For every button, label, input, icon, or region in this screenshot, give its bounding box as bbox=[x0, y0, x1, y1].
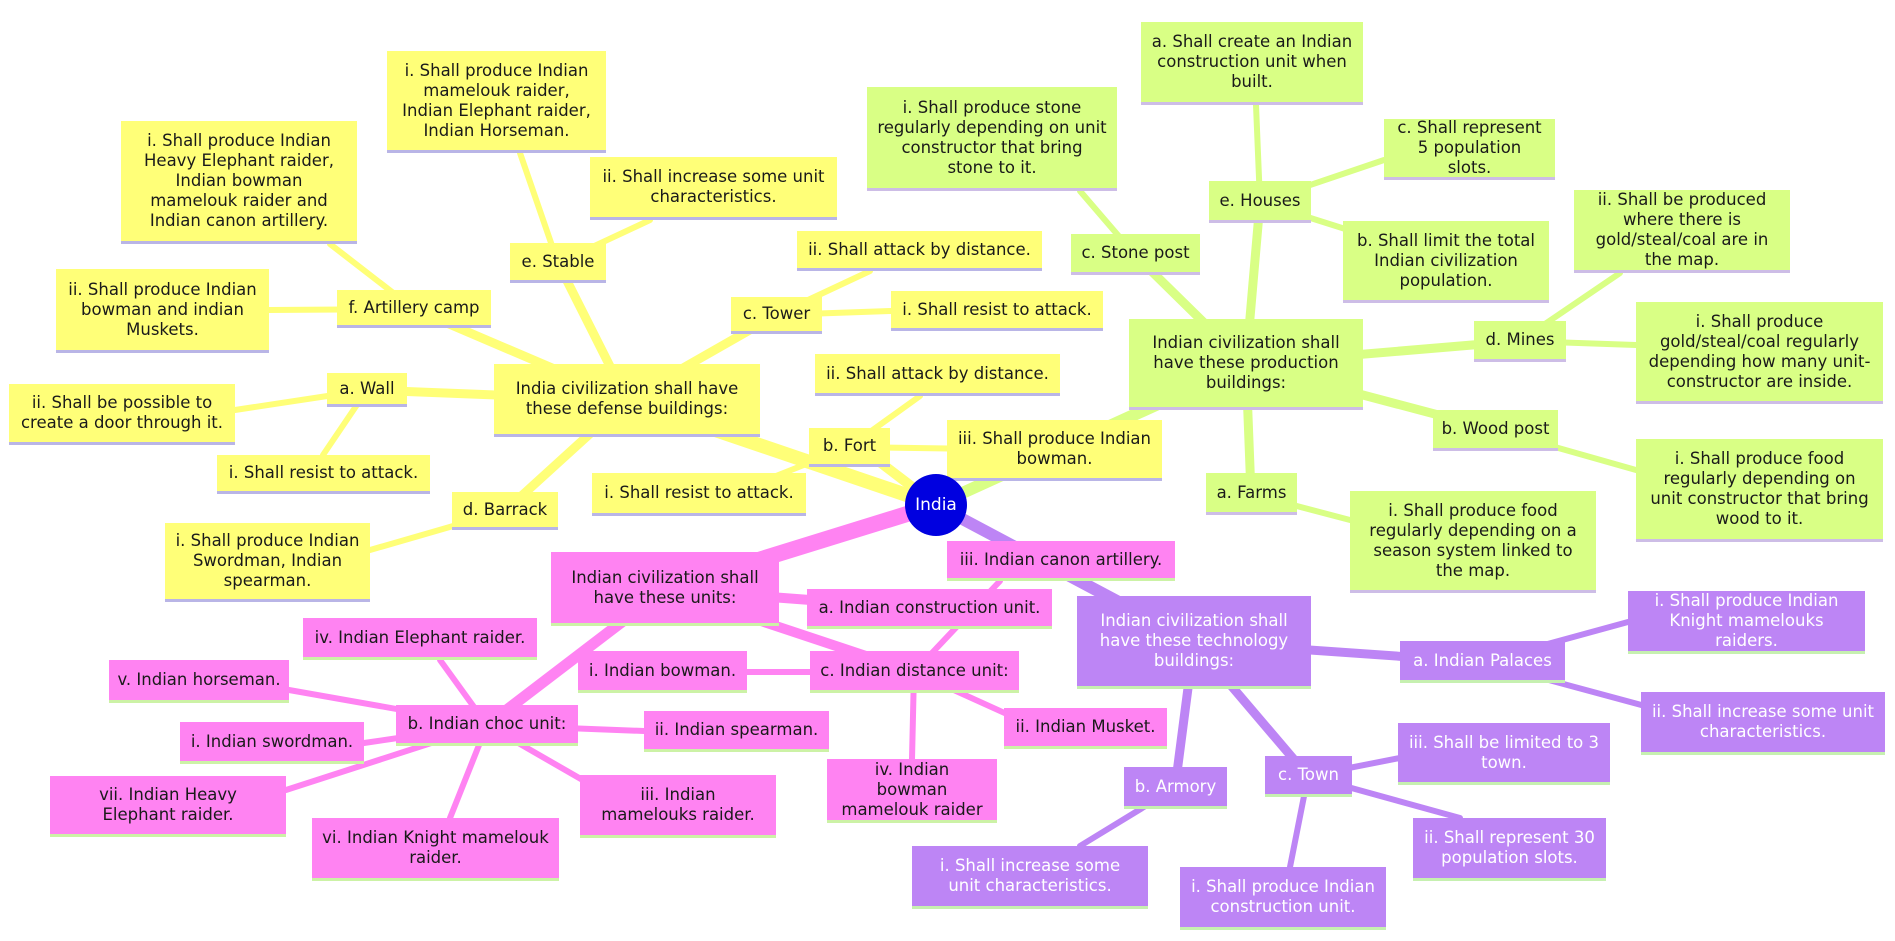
artillery-node[interactable]: f. Artillery camp bbox=[337, 290, 491, 328]
fort-iii[interactable]: iii. Shall produce Indian bowman. bbox=[947, 420, 1162, 481]
stone-i[interactable]: i. Shall produce stone regularly dependi… bbox=[867, 87, 1117, 191]
palaces-ii[interactable]: ii. Shall increase some unit characteris… bbox=[1641, 692, 1885, 755]
technology-root[interactable]: Indian civilization shall have these tec… bbox=[1077, 596, 1311, 689]
fort-node[interactable]: b. Fort bbox=[809, 428, 890, 467]
wall-node[interactable]: a. Wall bbox=[327, 373, 407, 407]
wall-ii[interactable]: ii. Shall be possible to create a door t… bbox=[9, 384, 235, 445]
artillery-ii[interactable]: ii. Shall produce Indian bowman and indi… bbox=[56, 269, 269, 353]
wall-i[interactable]: i. Shall resist to attack. bbox=[217, 455, 430, 494]
choc-ii[interactable]: ii. Indian spearman. bbox=[644, 711, 829, 752]
distance-iii[interactable]: iii. Indian canon artillery. bbox=[947, 541, 1175, 581]
armory-node[interactable]: b. Armory bbox=[1124, 767, 1227, 809]
palaces-node[interactable]: a. Indian Palaces bbox=[1400, 641, 1565, 683]
town-iii[interactable]: iii. Shall be limited to 3 town. bbox=[1398, 723, 1610, 785]
choc-iii[interactable]: iii. Indian mamelouks raider. bbox=[580, 775, 776, 838]
choc-i[interactable]: i. Indian swordman. bbox=[180, 722, 364, 764]
tower-i[interactable]: i. Shall resist to attack. bbox=[891, 291, 1103, 331]
defense-root[interactable]: India civilization shall have these defe… bbox=[494, 364, 760, 437]
houses-b[interactable]: b. Shall limit the total Indian civiliza… bbox=[1343, 221, 1549, 303]
production-root[interactable]: Indian civilization shall have these pro… bbox=[1129, 319, 1363, 410]
town-ii[interactable]: ii. Shall represent 30 population slots. bbox=[1413, 818, 1606, 881]
palaces-i[interactable]: i. Shall produce Indian Knight mamelouks… bbox=[1628, 591, 1865, 654]
fort-i[interactable]: i. Shall resist to attack. bbox=[592, 473, 806, 516]
town-node[interactable]: c. Town bbox=[1265, 756, 1352, 797]
units-root[interactable]: Indian civilization shall have these uni… bbox=[551, 552, 779, 626]
fort-ii[interactable]: ii. Shall attack by distance. bbox=[815, 354, 1060, 396]
choc-node[interactable]: b. Indian choc unit: bbox=[396, 705, 578, 746]
houses-c[interactable]: c. Shall represent 5 population slots. bbox=[1384, 118, 1555, 180]
town-i[interactable]: i. Shall produce Indian construction uni… bbox=[1180, 867, 1386, 930]
distance-node[interactable]: c. Indian distance unit: bbox=[810, 651, 1019, 693]
choc-vii[interactable]: vii. Indian Heavy Elephant raider. bbox=[50, 776, 286, 837]
armory-i[interactable]: i. Shall increase some unit characterist… bbox=[912, 846, 1148, 909]
barrack-i[interactable]: i. Shall produce Indian Swordman, Indian… bbox=[165, 523, 370, 602]
houses-node[interactable]: e. Houses bbox=[1209, 181, 1311, 223]
distance-iv[interactable]: iv. Indian bowman mamelouk raider bbox=[827, 759, 997, 823]
farms-i[interactable]: i. Shall produce food regularly dependin… bbox=[1350, 491, 1596, 593]
wood-node[interactable]: b. Wood post bbox=[1433, 410, 1558, 451]
tower-ii[interactable]: ii. Shall attack by distance. bbox=[797, 231, 1042, 271]
root-node[interactable]: India bbox=[905, 474, 967, 536]
mines-ii[interactable]: ii. Shall be produced where there is gol… bbox=[1574, 190, 1790, 273]
choc-v[interactable]: v. Indian horseman. bbox=[109, 660, 289, 703]
stable-node[interactable]: e. Stable bbox=[510, 243, 606, 283]
mines-i[interactable]: i. Shall produce gold/steal/coal regular… bbox=[1636, 302, 1883, 404]
distance-i[interactable]: i. Indian bowman. bbox=[578, 651, 747, 693]
mines-node[interactable]: d. Mines bbox=[1474, 321, 1566, 362]
stone-node[interactable]: c. Stone post bbox=[1071, 234, 1200, 275]
distance-ii[interactable]: ii. Indian Musket. bbox=[1004, 708, 1167, 749]
stable-ii[interactable]: ii. Shall increase some unit characteris… bbox=[590, 157, 837, 220]
choc-vi[interactable]: vi. Indian Knight mamelouk raider. bbox=[312, 818, 559, 881]
choc-iv[interactable]: iv. Indian Elephant raider. bbox=[303, 618, 537, 660]
unit-construction[interactable]: a. Indian construction unit. bbox=[807, 589, 1052, 629]
artillery-i[interactable]: i. Shall produce Indian Heavy Elephant r… bbox=[121, 121, 357, 244]
barrack-node[interactable]: d. Barrack bbox=[452, 492, 558, 530]
houses-a[interactable]: a. Shall create an Indian construction u… bbox=[1141, 22, 1363, 105]
wood-i[interactable]: i. Shall produce food regularly dependin… bbox=[1636, 439, 1883, 542]
tower-node[interactable]: c. Tower bbox=[731, 297, 822, 334]
farms-node[interactable]: a. Farms bbox=[1206, 473, 1297, 515]
stable-i[interactable]: i. Shall produce Indian mamelouk raider,… bbox=[387, 51, 606, 153]
